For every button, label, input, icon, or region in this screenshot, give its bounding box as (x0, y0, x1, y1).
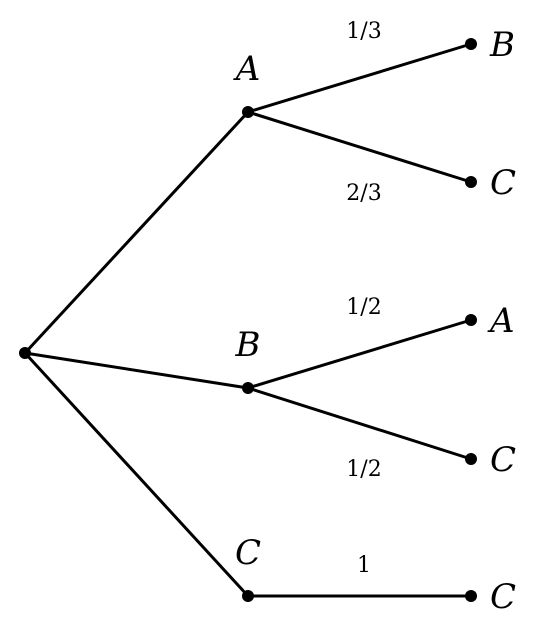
edge-a-to-b (246, 42, 473, 114)
edge-b-to-c (246, 386, 473, 461)
edge-a-to-c (246, 110, 473, 184)
node-b (242, 382, 254, 394)
node-c-c (465, 590, 477, 602)
edge-root-to-c (23, 351, 250, 598)
node-c-label: C (235, 533, 261, 573)
edge-root-to-a (23, 110, 250, 355)
prob-b-a-label: 1/2 (346, 295, 381, 320)
node-a-c-label: C (490, 163, 516, 203)
node-c (242, 590, 254, 602)
prob-c-c-label: 1 (357, 553, 371, 578)
node-b-label: B (235, 325, 261, 365)
node-a-label: A (233, 49, 261, 89)
node-a-b-label: B (489, 25, 515, 65)
node-a-c (465, 176, 477, 188)
node-b-a (465, 314, 477, 326)
prob-a-b-label: 1/3 (346, 19, 381, 44)
node-c-c-label: C (490, 577, 516, 617)
prob-a-c-label: 2/3 (346, 181, 381, 206)
node-a (242, 106, 254, 118)
edge-root-to-b (23, 351, 250, 390)
root-node (19, 347, 31, 359)
edge-b-to-a (246, 318, 473, 390)
node-b-c (465, 453, 477, 465)
node-b-a-label: A (487, 301, 515, 341)
node-a-b (465, 38, 477, 50)
prob-b-c-label: 1/2 (346, 457, 381, 482)
node-b-c-label: C (490, 440, 516, 480)
